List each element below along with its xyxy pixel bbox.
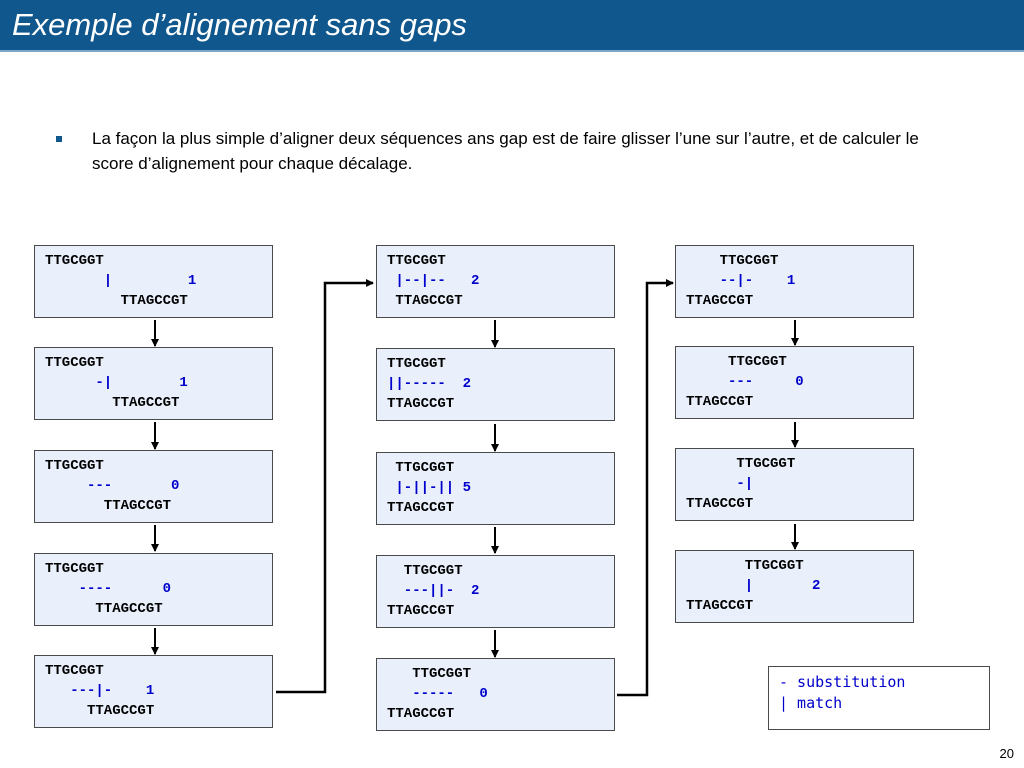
sequence-top: TTGCGGT bbox=[686, 456, 796, 472]
alignment-markers: --|- 1 bbox=[686, 273, 796, 289]
alignment-markers: |--|-- 2 bbox=[387, 273, 480, 289]
sequence-top: TTGCGGT bbox=[387, 666, 472, 682]
alignment-markers: --- 0 bbox=[686, 374, 804, 390]
alignment-box: TTGCGGT ---||- 2 TTAGCCGT bbox=[376, 555, 615, 628]
alignment-box: TTGCGGT ---|- 1 TTAGCCGT bbox=[34, 655, 273, 728]
alignment-box: TTGCGGT -| TTAGCCGT bbox=[675, 448, 914, 521]
sequence-top: TTGCGGT bbox=[45, 663, 104, 679]
legend-substitution: - substitution bbox=[779, 673, 906, 691]
alignment-markers: |-||-|| 5 bbox=[387, 480, 472, 496]
alignment-box: TTGCGGT ---- 0 TTAGCCGT bbox=[34, 553, 273, 626]
bullet-square-icon bbox=[56, 136, 62, 142]
alignment-box: TTGCGGT ||----- 2 TTAGCCGT bbox=[376, 348, 615, 421]
alignment-markers: ||----- 2 bbox=[387, 376, 472, 392]
sequence-bottom: TTAGCCGT bbox=[387, 706, 455, 722]
sequence-top: TTGCGGT bbox=[686, 354, 787, 370]
sequence-top: TTGCGGT bbox=[686, 558, 804, 574]
sequence-bottom: TTAGCCGT bbox=[387, 396, 455, 412]
sequence-bottom: TTAGCCGT bbox=[686, 394, 754, 410]
sequence-bottom: TTAGCCGT bbox=[45, 703, 155, 719]
title-bar: Exemple d’alignement sans gaps bbox=[0, 0, 1024, 50]
connector-c2-to-c3 bbox=[617, 279, 674, 697]
sequence-bottom: TTAGCCGT bbox=[45, 498, 172, 514]
sequence-top: TTGCGGT bbox=[686, 253, 779, 269]
slide-title: Exemple d’alignement sans gaps bbox=[12, 7, 467, 42]
sequence-bottom: TTAGCCGT bbox=[45, 395, 180, 411]
alignment-markers: ----- 0 bbox=[387, 686, 488, 702]
alignment-markers: -| bbox=[686, 476, 754, 492]
sequence-top: TTGCGGT bbox=[45, 355, 104, 371]
alignment-markers: | 2 bbox=[686, 578, 821, 594]
sequence-bottom: TTAGCCGT bbox=[387, 603, 455, 619]
legend: - substitution | match bbox=[768, 666, 990, 730]
sequence-bottom: TTAGCCGT bbox=[686, 496, 754, 512]
sequence-top: TTGCGGT bbox=[387, 356, 446, 372]
sequence-bottom: TTAGCCGT bbox=[45, 601, 163, 617]
sequence-bottom: TTAGCCGT bbox=[387, 293, 463, 309]
sequence-bottom: TTAGCCGT bbox=[686, 293, 754, 309]
sequence-bottom: TTAGCCGT bbox=[686, 598, 754, 614]
alignment-markers: -| 1 bbox=[45, 375, 188, 391]
alignment-box: TTGCGGT | 2 TTAGCCGT bbox=[675, 550, 914, 623]
sequence-top: TTGCGGT bbox=[45, 561, 104, 577]
sequence-bottom: TTAGCCGT bbox=[387, 500, 455, 516]
legend-match: | match bbox=[779, 694, 843, 712]
alignment-box: TTGCGGT |-||-|| 5 TTAGCCGT bbox=[376, 452, 615, 525]
alignment-box: TTGCGGT |--|-- 2 TTAGCCGT bbox=[376, 245, 615, 318]
sequence-top: TTGCGGT bbox=[45, 458, 104, 474]
sequence-top: TTGCGGT bbox=[387, 253, 446, 269]
sequence-top: TTGCGGT bbox=[45, 253, 104, 269]
page-number: 20 bbox=[999, 746, 1014, 761]
alignment-markers: | 1 bbox=[45, 273, 197, 289]
alignment-markers: ---|- 1 bbox=[45, 683, 155, 699]
bullet-text: La façon la plus simple d’aligner deux s… bbox=[92, 129, 919, 173]
sequence-top: TTGCGGT bbox=[387, 460, 455, 476]
alignment-markers: ---- 0 bbox=[45, 581, 172, 597]
alignment-box: TTGCGGT -| 1 TTAGCCGT bbox=[34, 347, 273, 420]
alignment-box: TTGCGGT ----- 0 TTAGCCGT bbox=[376, 658, 615, 731]
sequence-bottom: TTAGCCGT bbox=[45, 293, 188, 309]
connector-c1-to-c2 bbox=[276, 279, 374, 694]
alignment-box: TTGCGGT --- 0 TTAGCCGT bbox=[675, 346, 914, 419]
title-divider bbox=[0, 50, 1024, 52]
alignment-box: TTGCGGT | 1 TTAGCCGT bbox=[34, 245, 273, 318]
alignment-box: TTGCGGT --|- 1 TTAGCCGT bbox=[675, 245, 914, 318]
alignment-markers: --- 0 bbox=[45, 478, 180, 494]
alignment-box: TTGCGGT --- 0 TTAGCCGT bbox=[34, 450, 273, 523]
alignment-markers: ---||- 2 bbox=[387, 583, 480, 599]
sequence-top: TTGCGGT bbox=[387, 563, 463, 579]
